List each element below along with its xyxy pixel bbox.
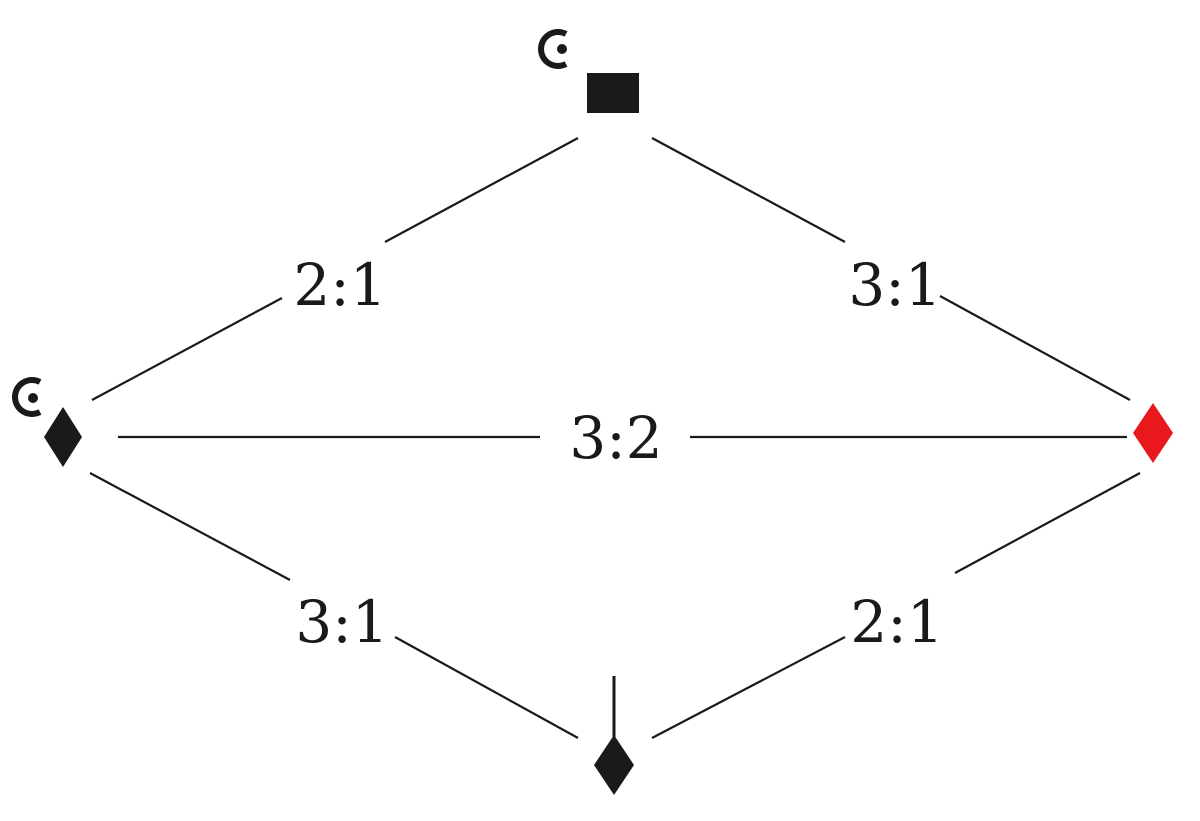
node-right [1133,403,1173,463]
edge-label-top-right: 3:1 [848,251,941,319]
diamond-notehead-icon [594,735,634,795]
node-left [12,377,82,467]
diamond-notehead-icon [44,407,82,467]
edge-label-top-left: 2:1 [293,251,386,319]
node-top [538,29,639,113]
node-bottom [594,676,634,795]
fermata-icon [12,377,42,417]
edge-label-middle: 3:2 [569,404,662,472]
edge-top-right [651,137,1131,401]
edge-label-bottom-right: 2:1 [850,588,943,656]
fermata-icon [538,29,568,69]
edge-top-left [91,137,579,401]
edge-bottom-left [89,472,579,739]
edge-bottom-right [651,472,1141,739]
red-diamond-notehead-icon [1133,403,1173,463]
edge-label-bottom-left: 3:1 [295,588,388,656]
square-notehead-icon [587,73,639,113]
